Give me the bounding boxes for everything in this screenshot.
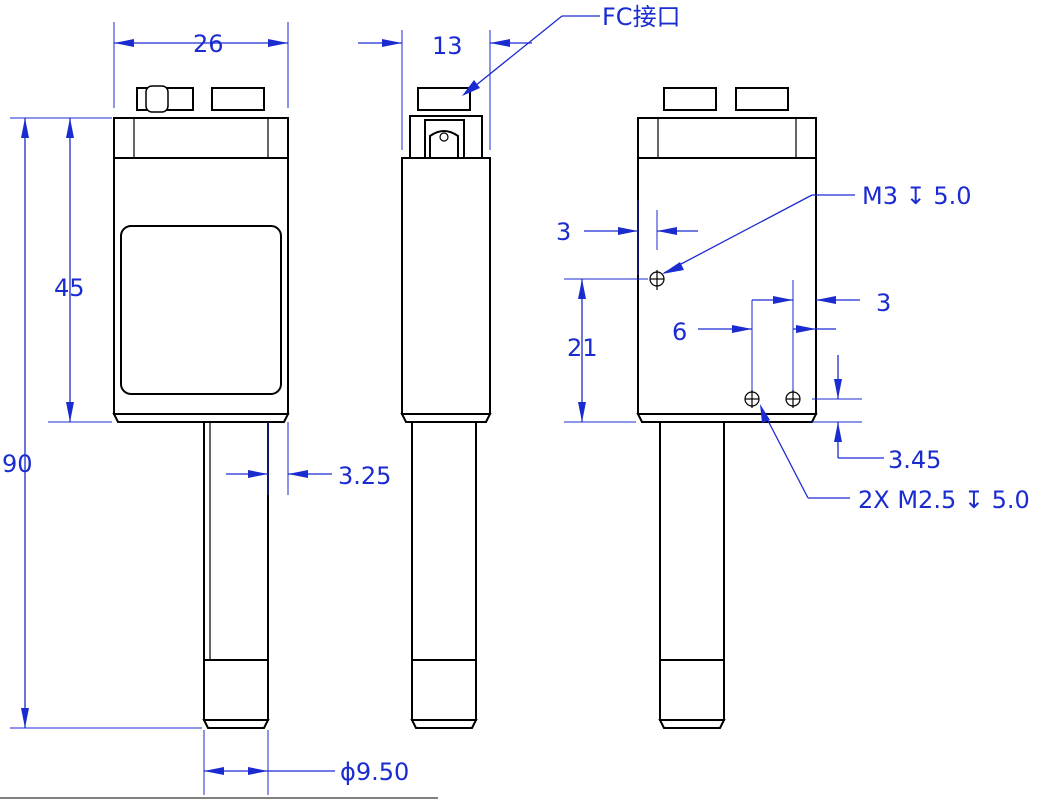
- side-connector: [417, 87, 471, 111]
- dim-m25-y: 3.45: [888, 446, 941, 474]
- dim-height-total: 90: [2, 450, 33, 478]
- rear-cap: [637, 117, 817, 159]
- label-fc-connector: FC接口: [602, 3, 681, 31]
- dim-pin-diameter: ϕ9.50: [340, 758, 409, 786]
- side-body: [401, 157, 491, 415]
- m25-hole-right: [785, 390, 801, 408]
- dim-m3-y: 21: [567, 334, 598, 362]
- front-pin: [203, 421, 269, 661]
- fc-connector-key: [145, 85, 169, 113]
- side-pin-tip: [411, 659, 477, 721]
- front-pin-tip: [203, 659, 269, 721]
- label-m25-holes: 2X M2.5 ↧ 5.0: [858, 486, 1030, 514]
- dim-m3-x: 3: [556, 218, 571, 246]
- rear-view: [636, 87, 818, 729]
- dim-m25-spacing: 6: [672, 318, 687, 346]
- dim-width-side: 13: [432, 32, 463, 60]
- rear-pin-tip: [659, 659, 725, 721]
- dim-height-body: 45: [54, 274, 85, 302]
- side-pin: [411, 421, 477, 661]
- front-view: [112, 85, 290, 729]
- fc-connector-right: [211, 87, 265, 111]
- rear-connector-left: [663, 87, 717, 111]
- front-window: [120, 225, 282, 395]
- dimension-lines: [0, 15, 884, 799]
- label-m3-hole: M3 ↧ 5.0: [862, 182, 972, 210]
- rear-connector-right: [735, 87, 789, 111]
- m3-hole: [649, 270, 665, 290]
- rear-pin: [659, 421, 725, 661]
- m25-hole-left: [744, 390, 760, 408]
- front-cap: [113, 117, 289, 159]
- side-view: [400, 87, 492, 729]
- dim-pin-offset: 3.25: [338, 462, 391, 490]
- dim-width-front: 26: [193, 30, 224, 58]
- rear-body: [637, 157, 817, 415]
- dim-m25-x: 3: [876, 289, 891, 317]
